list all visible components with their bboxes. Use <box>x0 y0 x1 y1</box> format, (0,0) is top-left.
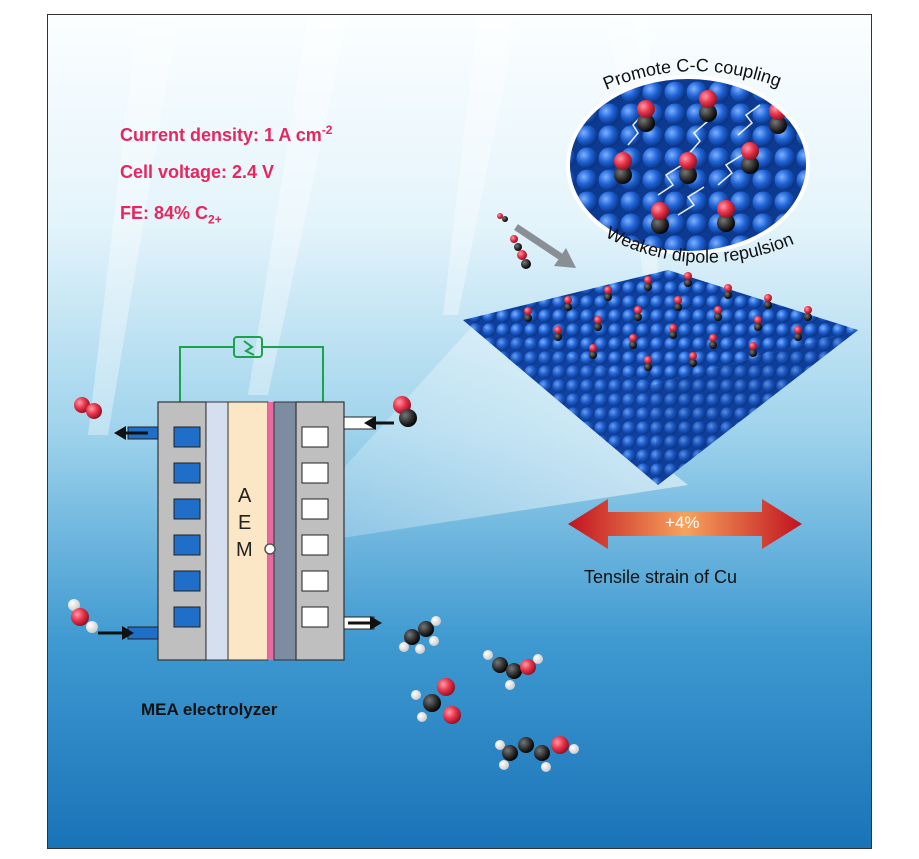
propanol-molecule <box>495 736 579 772</box>
h2o-molecule <box>68 599 98 633</box>
background-scene: Promote C-C coupling Weaken dipole repul… <box>48 15 871 848</box>
aem-letter-a: A <box>238 485 252 507</box>
surface-zoom-oval <box>566 75 810 255</box>
co-feed-molecule <box>393 396 417 427</box>
aem-letter-m: M <box>236 539 253 561</box>
cell-voltage-label: Cell voltage: 2.4 V <box>120 162 275 182</box>
aem-letter-e: E <box>238 512 252 534</box>
external-circuit <box>179 336 324 402</box>
adsorbed-co-layer <box>524 272 812 371</box>
current-density-label: Current density: 1 A cm-2 <box>120 123 333 145</box>
strain-arrow <box>568 499 802 549</box>
zoom-beam <box>270 320 688 549</box>
faradaic-efficiency-label: FE: 84% C2+ <box>120 203 222 227</box>
incoming-co-molecule <box>497 213 531 269</box>
o2-molecule <box>74 397 102 419</box>
figure-frame: Promote C-C coupling Weaken dipole repul… <box>47 14 872 849</box>
flow-arrows <box>98 416 394 640</box>
strain-label: Tensile strain of Cu <box>584 567 738 587</box>
strain-value: +4% <box>665 513 700 532</box>
ethylene-molecule <box>399 616 441 654</box>
electrolyzer-title: MEA electrolyzer <box>141 700 278 719</box>
ethanol-molecule <box>483 650 543 690</box>
mea-electrolyzer <box>127 401 375 661</box>
cu-slab <box>463 270 858 485</box>
acetic-acid-molecule <box>411 678 461 724</box>
adsorption-arrow <box>514 224 576 268</box>
